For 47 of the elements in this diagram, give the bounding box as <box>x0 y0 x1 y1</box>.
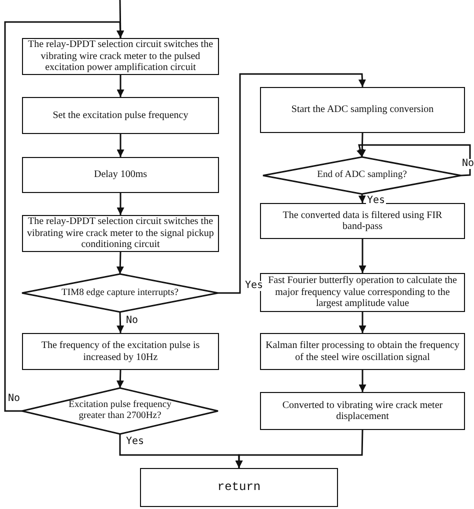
process-box <box>260 203 465 239</box>
node-text: Set the excitation pulse frequency <box>52 110 190 122</box>
node-text: Excitation pulse frequency greater than 2700Hz? <box>68 400 172 422</box>
node-text: Converted to vibrating wire crack meter displacement <box>281 400 444 422</box>
arrow <box>116 75 124 97</box>
process-box <box>260 333 465 370</box>
node-text: The converted data is filtered using FIR band-pass <box>282 210 444 232</box>
arrow <box>116 370 124 388</box>
edge-label: No <box>7 394 22 404</box>
arrow <box>116 252 124 274</box>
node-text: The relay-DPDT selection circuit switches the vibrating wire crack meter to the pulsed excitation power amplification circuit <box>26 39 214 74</box>
process-box <box>140 468 338 507</box>
node-text: Delay 100ms <box>92 169 148 181</box>
arrow <box>358 370 366 392</box>
arrow <box>358 194 366 204</box>
arrow <box>116 193 124 215</box>
process-box <box>22 97 219 134</box>
arrow <box>218 73 366 294</box>
process-box <box>260 273 465 312</box>
node-text: Fast Fourier butterfly operation to calculate the major frequency value corresponding to the largest amplitude value <box>267 275 458 310</box>
node-text: The frequency of the excitation pulse is increased by 10Hz <box>40 340 201 363</box>
arrow <box>235 430 364 468</box>
node-text: Start the ADC sampling conversion <box>290 104 435 116</box>
process-box <box>260 392 465 430</box>
edge-label: No <box>461 159 474 169</box>
edge-label: Yes <box>125 437 146 447</box>
node-text: return <box>216 480 262 494</box>
edge-label: Yes <box>244 281 264 291</box>
edge-label: No <box>125 316 140 326</box>
decision-diamond <box>22 388 218 434</box>
arrow <box>116 312 124 334</box>
arrow <box>356 144 471 176</box>
arrow <box>358 239 366 273</box>
node-text: TIM8 edge capture interrupts? <box>60 288 180 298</box>
arrow <box>358 312 366 333</box>
arrow <box>358 132 366 158</box>
decision-diamond <box>263 157 461 194</box>
process-box <box>22 333 219 370</box>
node-text: The relay-DPDT selection circuit switches the vibrating wire crack meter to the signal pickup conditioning circuit <box>26 216 215 251</box>
arrow <box>4 21 124 412</box>
decision-diamond <box>22 274 218 312</box>
process-box <box>260 87 465 133</box>
edge-label: Yes <box>366 196 386 206</box>
node-text: End of ADC sampling? <box>316 170 408 181</box>
arrow <box>116 134 124 157</box>
process-box <box>22 157 219 193</box>
node-text: Kalman filter processing to obtain the frequency of the steel wire oscillation signal <box>264 340 460 363</box>
